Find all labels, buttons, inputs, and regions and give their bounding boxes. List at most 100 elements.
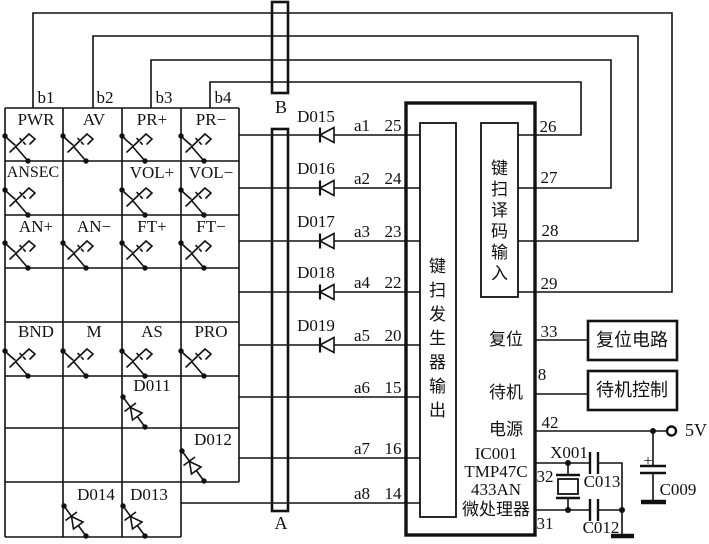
key-label-pr-plus: PR+ <box>136 110 168 129</box>
ic-reset-label: 复位 <box>489 330 523 349</box>
wire-b1-pin29 <box>32 12 673 293</box>
ic-power-label: 电源 <box>489 420 523 439</box>
column-header-b1: b1 <box>37 88 55 107</box>
ic-standby-label: 待机 <box>489 383 523 402</box>
component-plates <box>556 452 666 539</box>
pin-label-31: 31 <box>536 514 554 533</box>
net-label-a5: a5 <box>353 326 371 345</box>
wire-b2-pin28 <box>92 35 639 242</box>
diode-d014-symbol <box>60 502 90 540</box>
net-label-a2: a2 <box>353 169 371 188</box>
cap-label-c013: C013 <box>583 472 621 491</box>
diode-label-d019: D019 <box>297 316 335 335</box>
ic-decoder-block-box <box>480 122 519 298</box>
switch-pr-minus <box>177 132 212 165</box>
supply-label: 5V <box>685 420 707 440</box>
key-label-bnd: BND <box>18 322 54 341</box>
switch-vol-plus <box>118 186 153 219</box>
junction-dots <box>565 428 656 513</box>
key-label-pr-minus: PR− <box>195 110 227 129</box>
pin-label-24: 24 <box>384 169 402 188</box>
pin-label-33: 33 <box>540 322 558 341</box>
pin-label-26: 26 <box>539 117 557 136</box>
switch-ft-minus <box>177 239 212 272</box>
diode-d015-symbol <box>318 126 336 144</box>
pin-label-16: 16 <box>384 439 402 458</box>
column-header-b4: b4 <box>214 88 232 107</box>
key-label-ansec: ANSEC <box>6 164 60 181</box>
cap-label-c012: C012 <box>582 518 620 537</box>
switch-ansec <box>1 186 36 219</box>
pin-label-28: 28 <box>541 221 559 240</box>
net-label-a1: a1 <box>353 116 371 135</box>
net-label-a8: a8 <box>353 484 371 503</box>
diode-d012-symbol <box>178 447 208 485</box>
pin-label-23: 23 <box>384 222 402 241</box>
column-header-b2: b2 <box>96 88 114 107</box>
ic-generator-block-label: 键扫发生器输出 <box>426 257 445 425</box>
reset-circuit-box <box>586 319 679 362</box>
key-label-an-plus: AN+ <box>18 217 54 236</box>
ic-outline <box>404 101 537 537</box>
net-label-a6: a6 <box>353 378 371 397</box>
ic-decoder-block-label: 键扫译码输入 <box>488 159 507 285</box>
pin-label-22: 22 <box>384 273 402 292</box>
pin-label-32: 32 <box>536 467 554 486</box>
diode-label-d018: D018 <box>297 263 335 282</box>
ic-part-line-3: 433AN <box>470 480 522 499</box>
polarity-label: + <box>643 453 653 470</box>
wire-pin32 <box>535 462 623 510</box>
diode-label-d016: D016 <box>297 159 335 178</box>
pin-label-8: 8 <box>537 365 547 384</box>
pin-label-29: 29 <box>540 274 558 293</box>
key-label-vol-plus: VOL+ <box>129 163 175 182</box>
key-label-ft-minus: FT− <box>196 217 226 236</box>
pin-label-25: 25 <box>384 116 402 135</box>
diode-d016-symbol <box>318 179 336 197</box>
pin-label-14: 14 <box>384 484 402 503</box>
key-label-pro: PRO <box>194 322 228 341</box>
switch-an-plus <box>1 239 36 272</box>
matrix-diodes <box>60 393 208 540</box>
crystal-label: X001 <box>550 443 588 462</box>
pin-label-15: 15 <box>384 378 402 397</box>
diode-d017-symbol <box>318 232 336 250</box>
standby-control-label: 待机控制 <box>596 380 668 400</box>
cap-label-c009: C009 <box>659 480 697 499</box>
supply-terminal <box>665 425 678 437</box>
key-label-vol-minus: VOL− <box>188 163 234 182</box>
diode-d018-symbol <box>318 283 336 301</box>
diode-label-d011: D011 <box>133 376 171 395</box>
diode-d013-symbol <box>119 502 149 540</box>
key-label-as: AS <box>141 322 163 341</box>
diode-d011-symbol <box>119 393 149 431</box>
switch-as <box>118 347 153 380</box>
ic-part-line-4: 微处理器 <box>462 500 530 519</box>
diode-label-d015: D015 <box>297 107 335 126</box>
switch-pr-plus <box>118 132 153 165</box>
ic-generator-block-box <box>419 122 457 518</box>
key-label-av: AV <box>82 110 106 129</box>
switch-av <box>59 132 94 165</box>
key-label-m: M <box>86 322 102 341</box>
standby-control-box <box>586 369 679 412</box>
switch-an-minus <box>59 239 94 272</box>
column-header-b3: b3 <box>155 88 173 107</box>
diode-label-d013: D013 <box>130 485 168 504</box>
key-label-pwr: PWR <box>17 110 55 129</box>
connector-a-body <box>270 127 290 513</box>
reset-circuit-label: 复位电路 <box>596 330 668 350</box>
wire-b4-pin26 <box>209 81 582 136</box>
key-label-an-minus: AN− <box>76 217 112 236</box>
pin-label-20: 20 <box>384 326 402 345</box>
connector-b-label: B <box>274 97 287 117</box>
switch-pro <box>177 347 212 380</box>
ic-part-line-2: TMP47C <box>464 462 528 481</box>
switch-m <box>59 347 94 380</box>
wire-b3-pin27 <box>150 59 612 189</box>
ic-part-line-1: IC001 <box>474 444 518 463</box>
pin-label-42: 42 <box>541 413 559 432</box>
net-label-a7: a7 <box>353 439 371 458</box>
